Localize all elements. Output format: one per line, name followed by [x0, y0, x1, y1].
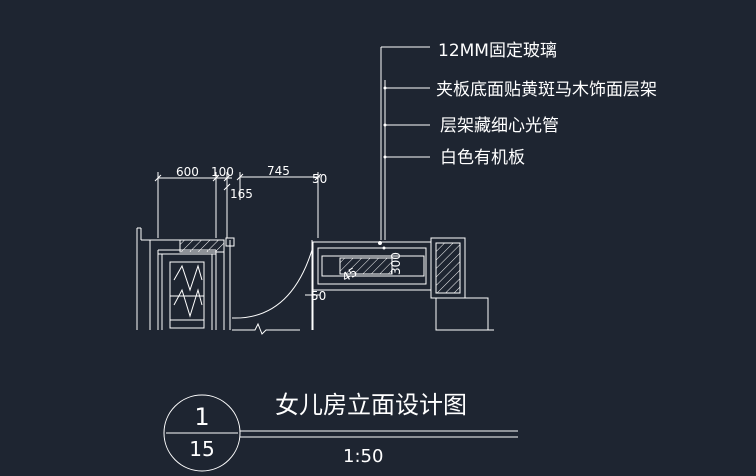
annotation-hidden-lamp: 层架藏细心光管 — [440, 116, 559, 136]
annotation-leaders — [380, 46, 430, 240]
shelf-unit — [312, 241, 432, 330]
left-cabinet-section — [136, 227, 235, 330]
annotation-fixed-glass: 12MM固定玻璃 — [438, 41, 557, 61]
dim-50-top: 50 — [312, 172, 327, 186]
dim-50-low: 50 — [311, 289, 326, 303]
sheet-number: 1 — [194, 403, 209, 431]
sheet-total: 15 — [189, 437, 214, 461]
door-swing — [231, 240, 313, 335]
dim-165: 165 — [230, 187, 253, 201]
title-block — [163, 394, 518, 472]
drawing-title: 女儿房立面设计图 — [275, 391, 467, 419]
dim-100: 100 — [211, 165, 234, 179]
dim-745: 745 — [267, 164, 290, 178]
annotation-veneer-shelf: 夹板底面贴黄斑马木饰面层架 — [436, 80, 657, 100]
annotation-acrylic-board: 白色有机板 — [440, 148, 525, 168]
dim-600: 600 — [176, 165, 199, 179]
right-cabinet — [430, 237, 494, 331]
drawing-scale: 1:50 — [343, 446, 383, 467]
